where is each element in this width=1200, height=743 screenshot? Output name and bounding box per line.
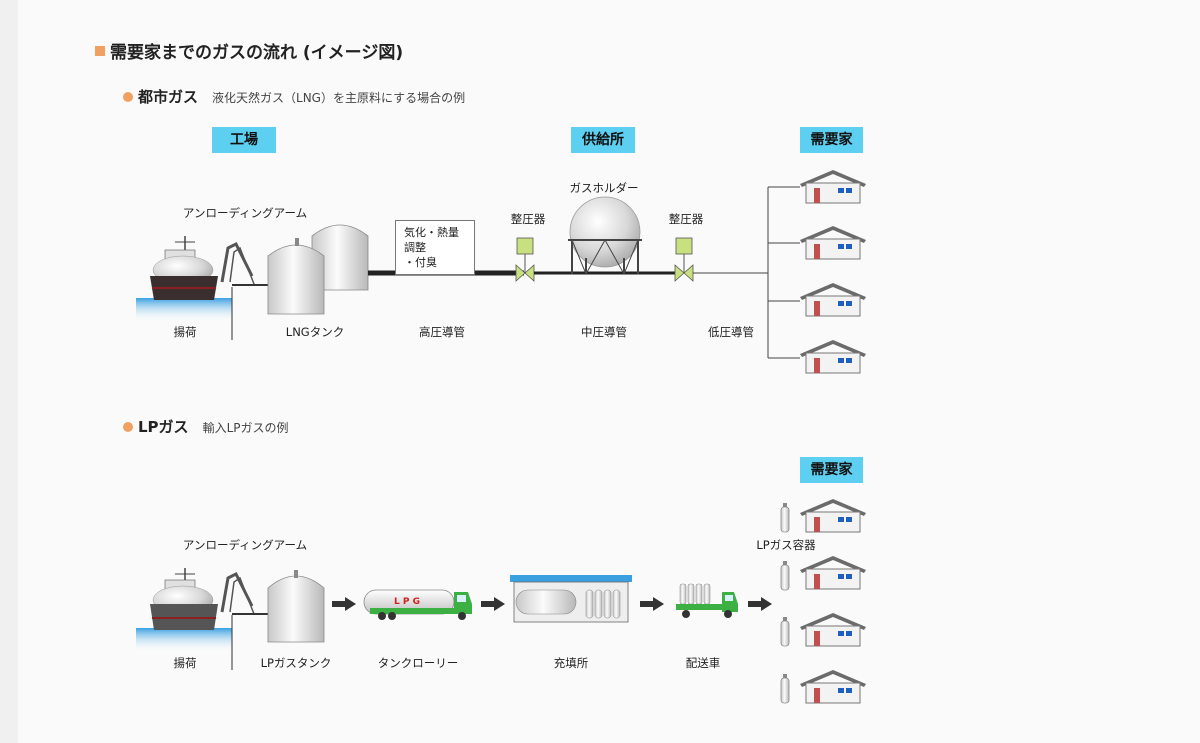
gas-cylinder-icon-4 (780, 674, 790, 704)
page-margin (0, 0, 18, 743)
label-mid-pipe: 中圧導管 (581, 325, 627, 339)
unloading-arm-icon-city (220, 241, 255, 285)
label-gas-holder: ガスホルダー (569, 181, 639, 195)
label-lng-tank: LNGタンク (285, 325, 345, 339)
lp-gas-subtitle: 輸入LPガスの例 (202, 421, 289, 435)
unloading-arm-icon-lp (220, 571, 255, 615)
regulator-icon-1 (515, 237, 535, 282)
house-icon-lp-1 (799, 498, 867, 533)
regulator-icon-2 (674, 237, 694, 282)
filling-station-icon (510, 575, 632, 623)
gas-cylinder-icon-2 (780, 561, 790, 591)
label-high-pipe: 高圧導管 (419, 325, 465, 339)
gas-cylinder-icon-1 (780, 503, 790, 533)
house-icon-lp-4 (799, 669, 867, 704)
house-icon-lp-3 (799, 612, 867, 647)
label-low-pipe: 低圧導管 (708, 325, 754, 339)
city-gas-title: 都市ガス (138, 88, 199, 106)
lp-gas-title: LPガス (138, 418, 189, 436)
label-filling-station: 充填所 (553, 656, 589, 670)
process-text-1: 気化・熱量調整 (404, 226, 459, 254)
stage-consumer-city: 需要家 (800, 127, 863, 153)
gas-holder-icon (568, 196, 642, 276)
house-icon-city-3 (799, 282, 867, 317)
lp-tank-icon (267, 570, 325, 643)
page-title: 需要家までのガスの流れ (イメージ図) (95, 38, 403, 63)
lng-ship-icon (150, 236, 218, 300)
arrow-icon-2 (481, 597, 505, 611)
city-gas-bullet-icon (123, 91, 133, 102)
vaporization-process-box: 気化・熱量調整 ・付臭 (395, 220, 475, 275)
title-bullet-icon (95, 45, 105, 56)
lp-gas-heading: LPガス 輸入LPガスの例 (123, 416, 289, 437)
label-regulator-2: 整圧器 (668, 212, 704, 226)
label-lp-tank: LPガスタンク (260, 656, 332, 670)
label-arm-city: アンローディングアーム (182, 206, 308, 220)
label-arm-lp: アンローディングアーム (182, 538, 308, 552)
label-lp-container: LPガス容器 (756, 538, 816, 552)
lp-ship-icon (150, 568, 218, 630)
lng-tank-icon (267, 224, 369, 315)
house-icon-lp-2 (799, 555, 867, 590)
stage-consumer-lp: 需要家 (800, 457, 863, 483)
label-delivery-truck: 配送車 (685, 656, 721, 670)
tank-lorry-icon: L P G (363, 589, 472, 620)
label-unloading-city: 揚荷 (173, 325, 197, 339)
house-icon-city-4 (799, 339, 867, 374)
arrow-icon-1 (332, 597, 356, 611)
label-tank-lorry: タンクローリー (377, 656, 459, 670)
water-city (136, 298, 232, 322)
label-unloading-lp: 揚荷 (173, 656, 197, 670)
water-lp (136, 628, 232, 652)
arrow-icon-3 (640, 597, 664, 611)
low-pressure-pipe (693, 186, 800, 359)
label-regulator-1: 整圧器 (510, 212, 546, 226)
process-text-2: ・付臭 (404, 256, 437, 269)
house-icon-city-2 (799, 225, 867, 260)
stage-factory: 工場 (212, 127, 276, 153)
lp-gas-bullet-icon (123, 421, 133, 432)
lorry-lpg-text: L P G (394, 597, 420, 607)
page-title-text: 需要家までのガスの流れ (イメージ図) (110, 43, 404, 63)
stage-supply: 供給所 (571, 127, 635, 153)
city-gas-subtitle: 液化天然ガス（LNG）を主原料にする場合の例 (212, 91, 466, 105)
delivery-truck-icon (676, 583, 738, 618)
city-gas-heading: 都市ガス 液化天然ガス（LNG）を主原料にする場合の例 (123, 86, 465, 107)
gas-cylinder-icon-3 (780, 617, 790, 647)
house-icon-city-1 (799, 169, 867, 204)
arrow-icon-4 (748, 597, 772, 611)
